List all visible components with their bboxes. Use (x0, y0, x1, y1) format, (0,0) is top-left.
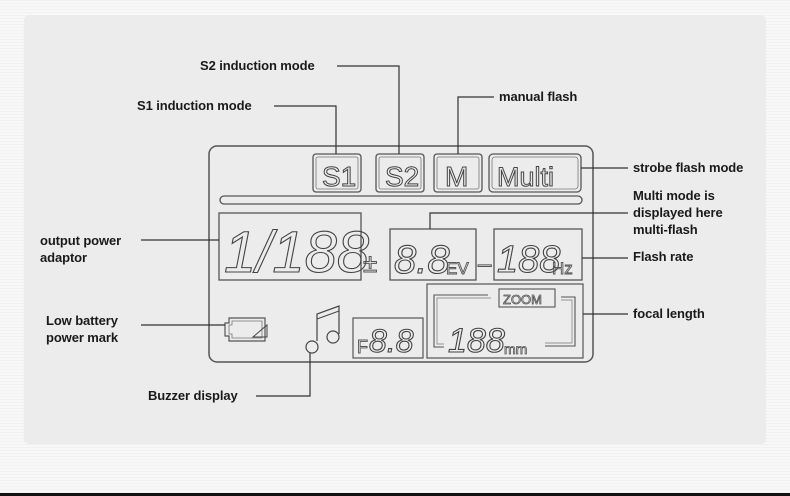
lcd-frame (208, 145, 594, 363)
label-s2-induction: S2 induction mode (200, 58, 315, 73)
power-readout-text: 1/188 (224, 220, 369, 285)
mode-icon-s2: S2 (375, 153, 425, 193)
mode-icon-multi-text: Multi (497, 162, 554, 192)
aperture-prefix: F (357, 337, 368, 357)
label-strobe-flash: strobe flash mode (633, 160, 744, 175)
lcd-divider-bar (219, 195, 583, 205)
separator-dash: – (478, 251, 492, 278)
label-multi-mode-2: displayed here (633, 205, 723, 220)
rate-unit: Hz (552, 259, 573, 278)
leader-buzzer (256, 353, 311, 397)
rate-readout: 188 Hz (493, 228, 583, 282)
focal-readout: ZOOM 188 mm (426, 283, 584, 361)
label-manual-flash: manual flash (499, 89, 578, 104)
mode-icon-s1: S1 (312, 153, 362, 193)
mode-icon-s1-text: S1 (322, 161, 356, 192)
label-s1-induction: S1 induction mode (137, 98, 252, 113)
aperture-readout: F 8.8 (352, 317, 424, 360)
power-readout: 1/188 (218, 212, 370, 286)
leader-manual (457, 96, 494, 154)
mode-icon-m-text: M (445, 161, 468, 192)
label-output-power-1: output power (40, 233, 122, 248)
label-multi-mode-1: Multi mode is (633, 188, 715, 203)
aperture-readout-text: 8.8 (369, 323, 414, 359)
label-output-power-2: adaptor (40, 250, 87, 265)
leader-s1 (274, 105, 337, 154)
ev-readout: 8.8 EV (389, 228, 477, 283)
mode-icon-m: M (433, 153, 483, 193)
mode-icon-s2-text: S2 (385, 161, 419, 192)
battery-low-icon (224, 317, 268, 342)
ev-unit: EV (446, 259, 469, 278)
leader-multi (429, 212, 628, 229)
focal-unit: mm (504, 341, 527, 357)
label-buzzer: Buzzer display (148, 388, 238, 403)
ev-readout-text: 8.8 (394, 238, 450, 282)
bottom-border (0, 493, 790, 496)
label-low-battery-2: power mark (46, 330, 118, 345)
focal-readout-text: 188 (448, 322, 505, 360)
rate-readout-text: 188 (497, 239, 560, 281)
mode-icon-multi: Multi (488, 153, 582, 193)
label-multi-mode-3: multi-flash (633, 222, 698, 237)
leader-s2 (337, 65, 400, 154)
label-flash-rate: Flash rate (633, 249, 694, 264)
music-note-icon (305, 305, 340, 354)
label-focal-length: focal length (633, 306, 705, 321)
zoom-badge: ZOOM (503, 292, 542, 307)
label-low-battery-1: Low battery (46, 313, 118, 328)
ev-sign: ± (363, 248, 377, 278)
